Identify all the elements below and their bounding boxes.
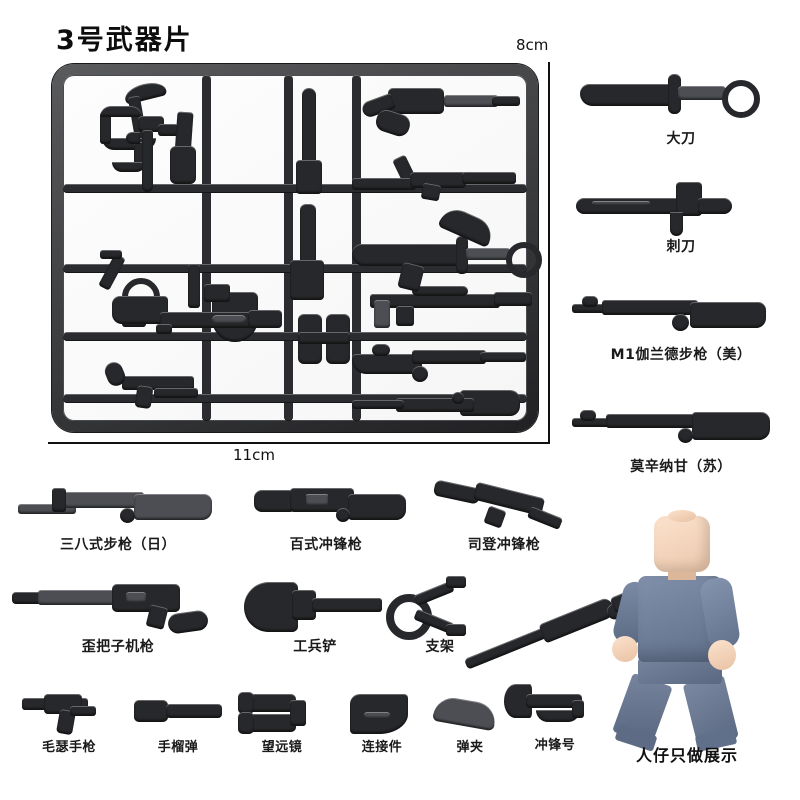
product-bugle: 冲锋号: [500, 680, 610, 753]
sten-gun-icon: [424, 478, 584, 536]
width-measurement-label: 11cm: [233, 446, 275, 464]
broadsword-part: [352, 234, 542, 280]
binoculars-part: [298, 314, 358, 374]
garand-part: [352, 340, 528, 382]
grenade-head-part: [296, 160, 322, 194]
product-grenade: 手榴弹: [126, 686, 230, 755]
product-label: 工兵铲: [293, 639, 337, 655]
machine-gun-part: [360, 82, 522, 144]
bayonet-icon: [566, 176, 796, 248]
product-label: 莫辛纳甘（苏）: [630, 459, 732, 475]
sprue-runner: [202, 75, 211, 421]
rifle-stock-part: [156, 111, 208, 190]
minifigure-head: [654, 516, 710, 572]
product-label: 大刀: [666, 131, 696, 147]
minifigure-hip: [638, 658, 722, 684]
minifigure: [463, 510, 752, 752]
product-label: 冲锋号: [534, 738, 576, 753]
broadsword-icon: [566, 68, 796, 140]
product-label: 弹夹: [456, 740, 484, 755]
product-label: 毛瑟手枪: [41, 740, 96, 755]
mosin-part: [352, 390, 532, 424]
product-label: 刺刀: [666, 239, 696, 255]
rifle-icon: [566, 400, 796, 472]
rifle-icon: [8, 478, 228, 536]
product-label: 支架: [425, 639, 455, 655]
sten-gun-part: [352, 152, 522, 206]
barrel-part: [300, 204, 316, 274]
weapon-sprue: [52, 64, 542, 432]
product-type100-smg: 百式冲锋枪: [236, 478, 416, 553]
binoculars-icon: [230, 686, 334, 738]
minifigure-head-stud: [668, 510, 696, 522]
sprue-runner: [63, 394, 527, 403]
product-label: 三八式步枪（日）: [60, 537, 176, 553]
grenade-icon: [126, 686, 230, 738]
mauser-pistol-icon: [14, 686, 124, 738]
bipod-icon: [380, 572, 500, 640]
product-m1-garand: M1伽兰德步枪（美）: [566, 288, 796, 363]
product-binoculars: 望远镜: [230, 686, 334, 755]
connector-part: [290, 260, 324, 300]
product-sten-gun: 司登冲锋枪: [424, 478, 584, 553]
product-label: 手榴弹: [157, 740, 199, 755]
product-connector: 连接件: [330, 686, 434, 755]
product-type38-rifle: 三八式步枪（日）: [8, 478, 228, 553]
product-broadsword: 大刀: [566, 68, 796, 147]
rifle-icon: [566, 288, 796, 360]
product-label: M1伽兰德步枪（美）: [610, 347, 752, 363]
minifigure-right-hand: [708, 640, 736, 670]
minifigure-caption: 人仔只做展示: [636, 746, 739, 765]
product-label: 百式冲锋枪: [289, 537, 363, 553]
product-label: 歪把子机枪: [81, 639, 155, 655]
grenade-handle-part: [302, 88, 316, 180]
connector-icon: [330, 686, 434, 738]
height-measurement-line: [548, 62, 550, 444]
bugle-icon: [500, 680, 610, 738]
product-mauser-pistol: 毛瑟手枪: [14, 686, 124, 755]
submachine-gun-part: [112, 292, 302, 350]
product-mosin-nagant: 莫辛纳甘（苏）: [566, 400, 796, 475]
height-measurement-label: 8cm: [516, 36, 549, 54]
product-bayonet: 刺刀: [566, 176, 796, 255]
bayonet-part: [118, 110, 182, 194]
product-bipod: 支架: [380, 572, 500, 655]
sprue-runner: [63, 184, 527, 193]
shovel-icon: [230, 572, 400, 638]
width-measurement-line: [48, 442, 550, 444]
product-magazine: 弹夹: [420, 686, 520, 755]
product-label: 连接件: [361, 740, 403, 755]
scoped-rifle-part: [352, 261, 532, 332]
product-label: 司登冲锋枪: [467, 537, 541, 553]
page-title: 3号武器片: [56, 25, 193, 56]
product-type96-lmg: 歪把子机枪: [8, 572, 228, 655]
minifigure-left-hand: [612, 636, 638, 662]
submachine-gun-icon: [236, 478, 416, 536]
product-label: 望远镜: [261, 740, 303, 755]
product-shovel: 工兵铲: [230, 572, 400, 655]
mauser-pistol-part: [92, 359, 202, 414]
sprue-runner: [63, 332, 527, 341]
sprue-runner: [284, 75, 293, 421]
machine-gun-icon: [8, 572, 228, 638]
